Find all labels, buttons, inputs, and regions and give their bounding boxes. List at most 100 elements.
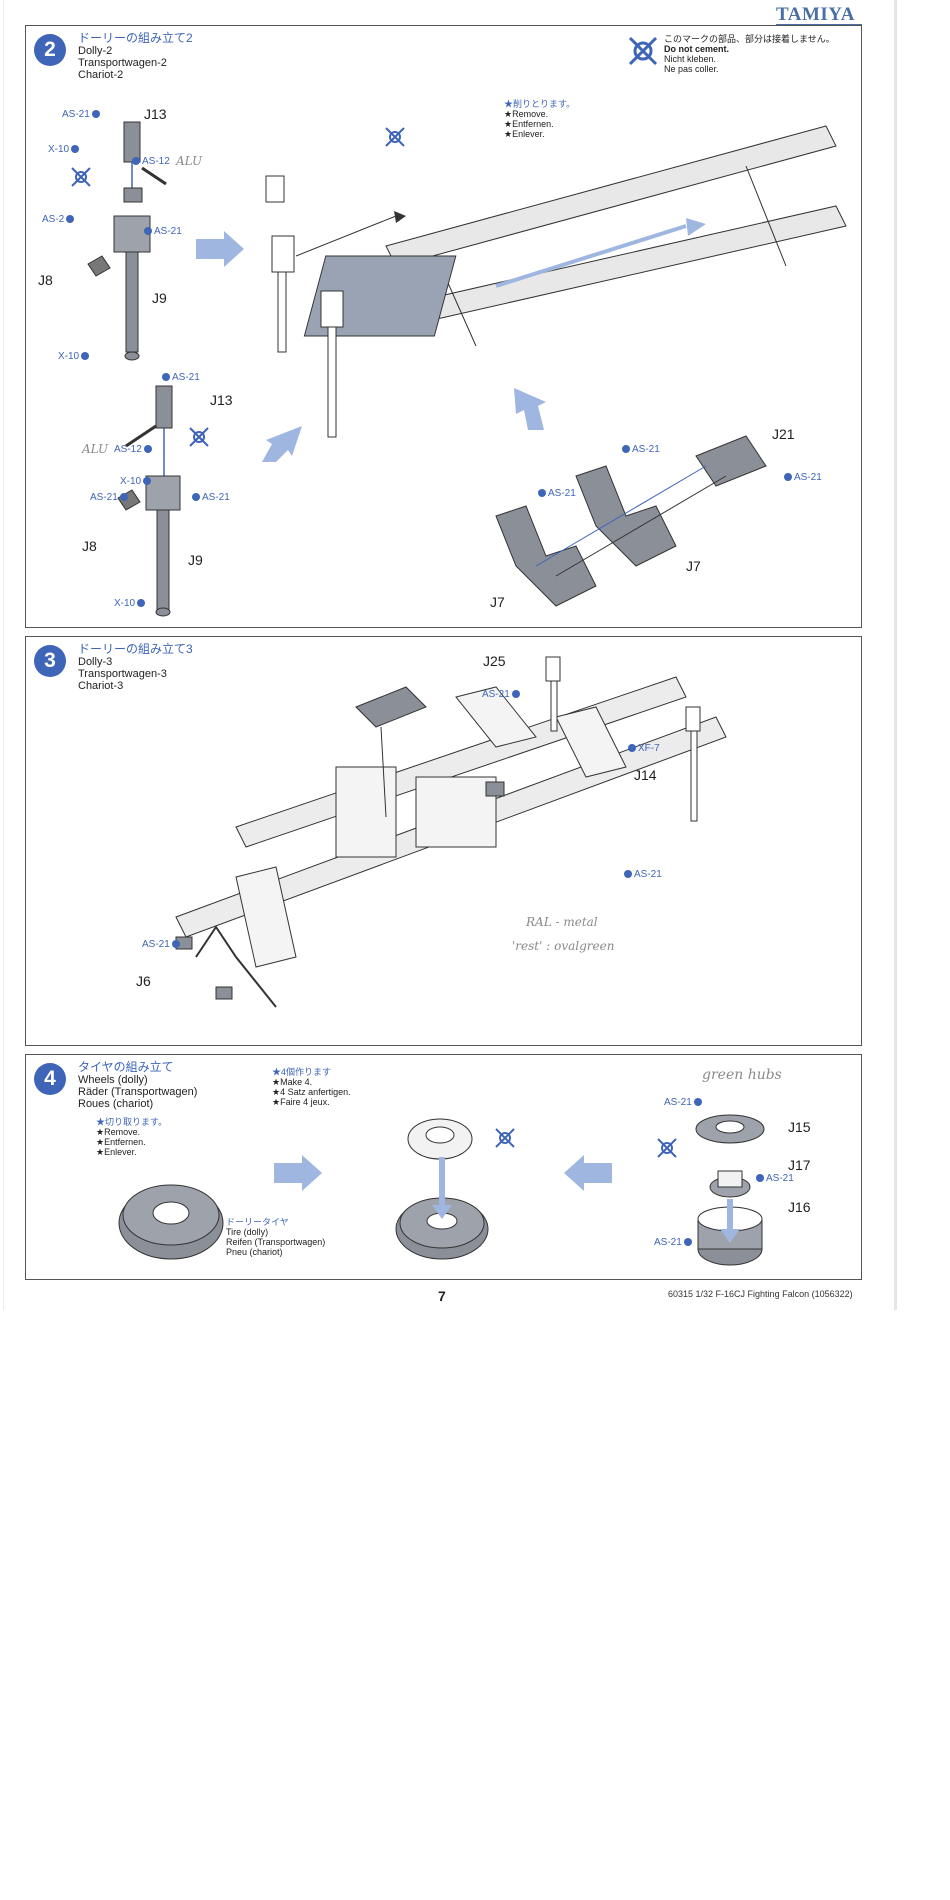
no-cement-icon (495, 1128, 515, 1148)
part-dot (143, 445, 152, 454)
label-as21-c: AS-21 (160, 372, 200, 383)
dolly-chassis-assembled-drawing (175, 656, 727, 1008)
tire-jp: ドーリータイヤ (226, 1217, 289, 1227)
step-title-jp: タイヤの組み立て (78, 1060, 174, 1074)
remove-note: ★切り取ります。 ★Remove. ★Entfernen. ★Enlever. (96, 1117, 167, 1157)
step-title-fr: Roues (chariot) (78, 1098, 154, 1110)
remove-de: ★Entfernen. (504, 119, 554, 129)
step-number: 3 (34, 645, 66, 677)
part-j15: J15 (788, 1119, 811, 1135)
part-dot (119, 493, 128, 502)
tire-de: Reifen (Transportwagen) (226, 1237, 326, 1247)
assembly-arrow-up (514, 388, 546, 430)
part-dot (143, 477, 152, 486)
label-x10-c: X-10 (120, 476, 153, 487)
step-title-jp: ドーリーの組み立て3 (78, 642, 193, 656)
label-as12-b: AS-12 (114, 444, 154, 455)
label-text: AS-21 (766, 1173, 794, 1184)
label-text: AS-21 (548, 488, 576, 499)
part-dot (683, 1238, 692, 1247)
label-as12-a: AS-12 (130, 156, 170, 167)
label-text: AS-21 (172, 372, 200, 383)
part-j13-b: J13 (210, 392, 233, 408)
tire-en: Tire (dolly) (226, 1227, 269, 1237)
part-dot (66, 215, 75, 224)
make-4-jp: ★4個作ります (272, 1067, 332, 1077)
label-text: X-10 (120, 476, 142, 487)
part-j16: J16 (788, 1199, 811, 1215)
no-cement-en: Do not cement. (664, 44, 730, 54)
step-title-de: Räder (Transportwagen) (78, 1086, 198, 1098)
part-dot (628, 744, 636, 753)
make-4-de: ★4 Satz anfertigen. (272, 1087, 351, 1097)
label-text: AS-21 (90, 492, 118, 503)
part-dot (132, 157, 140, 166)
no-cement-fr: Ne pas coller. (664, 64, 719, 74)
label-as21-f: AS-21 (620, 444, 660, 455)
wheel-assembly-drawing (395, 1118, 489, 1260)
step-title-de: Transportwagen-2 (78, 57, 167, 69)
part-j6: J6 (136, 973, 151, 989)
part-dot (511, 690, 520, 699)
jack-assembly-upper-drawing (87, 121, 167, 361)
step-title-en: Dolly-3 (78, 656, 113, 668)
label-text: AS-21 (482, 689, 510, 700)
part-dot (756, 1174, 764, 1183)
axle-frame-drawing (495, 435, 767, 607)
label-as2: AS-2 (42, 214, 76, 225)
dolly-tire-drawing (118, 1184, 224, 1260)
part-j7-b: J7 (490, 594, 505, 610)
label-as21-n: AS-21 (654, 1237, 694, 1248)
tire-fr: Pneu (chariot) (226, 1247, 283, 1257)
remove-de: ★Entfernen. (96, 1137, 146, 1147)
part-j9-a: J9 (152, 290, 167, 306)
label-x10-a: X-10 (48, 144, 81, 155)
no-cement-icon (657, 1138, 677, 1158)
remove-en: ★Remove. (504, 109, 549, 119)
no-cement-icon (189, 427, 209, 447)
step-title-jp: ドーリーの組み立て2 (78, 31, 193, 45)
label-as21-l: AS-21 (664, 1097, 704, 1108)
part-dot (162, 373, 170, 382)
part-dot (624, 870, 632, 879)
step-title-en: Wheels (dolly) (78, 1074, 148, 1086)
handwriting-rest-green: 'rest' : ovalgreen (512, 939, 615, 953)
no-cement-note: このマークの部品、部分は接着しません。 Do not cement. Nicht… (664, 34, 835, 74)
part-j14: J14 (634, 767, 657, 783)
step-title-fr: Chariot-3 (78, 680, 124, 692)
label-text: AS-21 (154, 226, 182, 237)
label-as21-d: AS-21 (90, 492, 130, 503)
step-number: 4 (34, 1063, 66, 1095)
no-cement-icon (385, 127, 405, 147)
part-dot (622, 445, 630, 454)
label-text: AS-21 (654, 1237, 682, 1248)
part-dot (192, 493, 200, 502)
part-dot (91, 110, 100, 119)
label-text: AS-12 (114, 444, 142, 455)
part-dot (693, 1098, 702, 1107)
part-j7-a: J7 (686, 558, 701, 574)
remove-note: ★削りとります。 ★Remove. ★Entfernen. ★Enlever. (504, 99, 575, 139)
make-4-en: ★Make 4. (272, 1077, 313, 1087)
step-number: 2 (34, 34, 66, 66)
step-3-panel: 3 ドーリーの組み立て3 Dolly-3 Transportwagen-3 Ch… (25, 636, 862, 1046)
no-cement-de: Nicht kleben. (664, 54, 717, 64)
step-title-fr: Chariot-2 (78, 69, 124, 81)
page-edge-left (3, 0, 4, 1310)
dolly-chassis-drawing (265, 125, 847, 438)
label-text: AS-21 (794, 472, 822, 483)
label-text: AS-21 (632, 444, 660, 455)
remove-jp: ★切り取ります。 (96, 1117, 168, 1127)
label-text: XF-7 (638, 743, 660, 754)
part-dot (538, 489, 546, 498)
part-j21: J21 (772, 426, 795, 442)
label-as21-j: AS-21 (622, 869, 662, 880)
label-as21-k: AS-21 (142, 939, 182, 950)
assembly-arrow-right (274, 1155, 322, 1191)
step-title: ドーリーの組み立て3 Dolly-3 Transportwagen-3 Char… (78, 643, 193, 692)
step-title-en: Dolly-2 (78, 45, 113, 57)
remove-en: ★Remove. (96, 1127, 141, 1137)
jack-assembly-lower-drawing (117, 385, 181, 617)
label-text: AS-21 (664, 1097, 692, 1108)
handwriting-alu-a: ALU (176, 154, 203, 168)
